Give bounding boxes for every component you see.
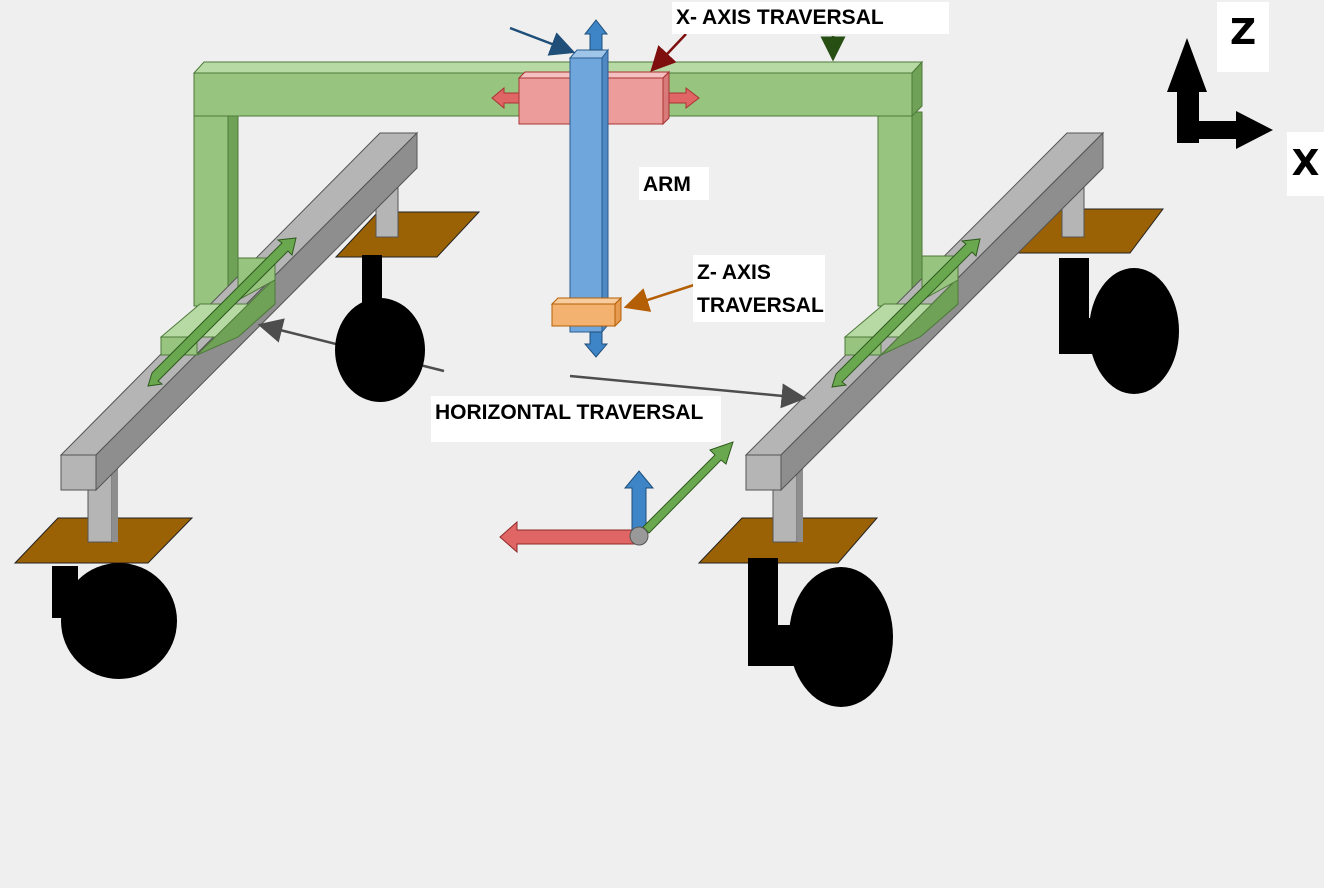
coordinate-triad bbox=[499, 441, 734, 554]
axis-indicator bbox=[1167, 38, 1273, 149]
triad-red-arrow bbox=[499, 520, 639, 554]
x-axis-arrow bbox=[1177, 111, 1273, 149]
label-x-axis-traversal: X- AXIS TRAVERSAL bbox=[672, 2, 949, 34]
arm bbox=[568, 48, 609, 334]
rail-motion-arrow-left bbox=[147, 237, 297, 387]
leader-arm bbox=[509, 26, 576, 56]
triad-green-arrow bbox=[642, 441, 734, 534]
z-tool bbox=[550, 296, 623, 328]
arm-vertical-arrows bbox=[583, 19, 609, 358]
z-axis-arrow bbox=[1167, 38, 1207, 143]
leader-x-axis bbox=[650, 33, 687, 72]
label-z-axis-traversal-line1: Z- AXIS bbox=[693, 255, 825, 288]
triad-origin bbox=[629, 526, 649, 546]
label-z-axis-traversal-line2: TRAVERSAL bbox=[693, 288, 825, 322]
leader-horizontal-right bbox=[569, 374, 807, 409]
axis-label-x: X bbox=[1287, 132, 1324, 196]
base-plate-back-left bbox=[334, 211, 481, 258]
x-carriage-arrows bbox=[491, 86, 700, 110]
occlusion-blobs bbox=[52, 255, 1179, 707]
label-arm: ARM bbox=[639, 167, 709, 200]
rail-motion-arrow-right bbox=[831, 238, 981, 388]
axis-label-z: Z bbox=[1217, 2, 1269, 72]
label-horizontal-traversal: HORIZONTAL TRAVERSAL bbox=[431, 396, 721, 442]
leader-z-axis bbox=[623, 282, 698, 312]
